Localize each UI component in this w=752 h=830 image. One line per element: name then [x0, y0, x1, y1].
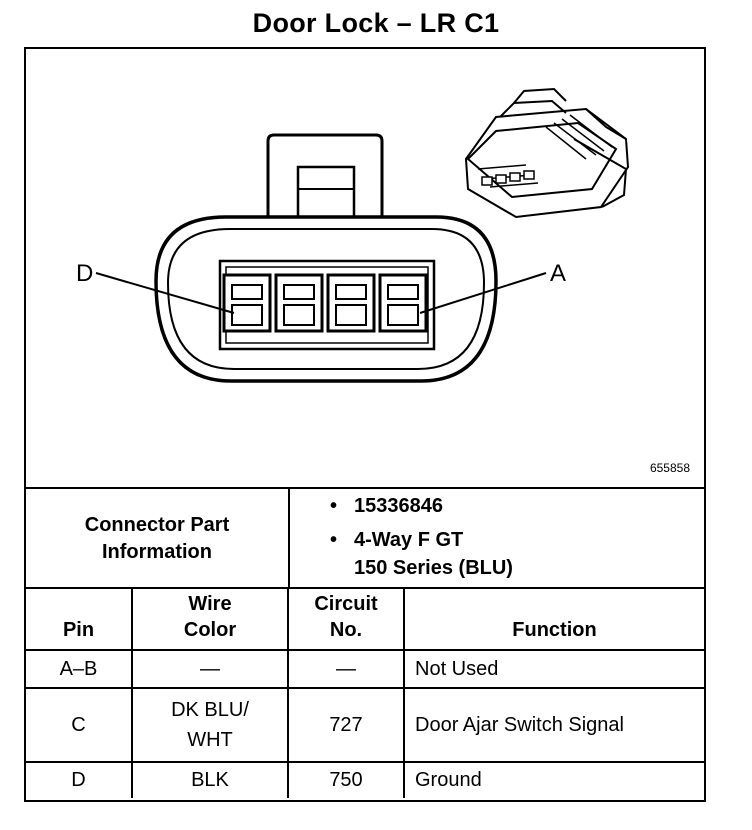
table-row: C DK BLU/ WHT 727 Door Ajar Switch Signa… [26, 687, 704, 763]
connector-housing [154, 215, 498, 383]
wire-color-cell: — [131, 649, 289, 689]
description-line1: 4-Way F GT [354, 529, 464, 551]
circuit-cell: — [287, 649, 405, 689]
part-number: 15336846 [354, 495, 443, 517]
pin-cell: D [26, 761, 133, 798]
function-cell: Door Ajar Switch Signal [403, 687, 704, 763]
pin-cell: C [26, 687, 133, 763]
header-circuit-line2: No. [329, 619, 363, 641]
diagram-title: Door Lock – LR C1 [252, 8, 500, 38]
table-row: D BLK 750 Ground [26, 761, 704, 798]
connector-face-drawing: D A [76, 87, 630, 383]
pin-cell: A–B [26, 649, 133, 689]
header-wire-color-line1: Wire [188, 593, 232, 615]
function-cell: Ground [403, 761, 704, 798]
circuit-cell: 727 [287, 687, 405, 763]
connector-info-values: • 15336846 • 4-Way F GT 150 Series (BLU) [290, 489, 704, 589]
bullet-icon: • [330, 495, 338, 517]
table-row: A–B — — Not Used [26, 649, 704, 689]
header-wire-color: Wire Color [131, 587, 289, 651]
header-pin: Pin [26, 587, 133, 651]
connector-part-info: Connector Part Information • 15336846 • … [26, 487, 704, 589]
pinout-table: Pin Wire Color Circuit No. Function A–B … [26, 587, 704, 798]
wire-color-line2: WHT [187, 729, 233, 751]
wire-color-cell: BLK [131, 761, 289, 798]
connector-perspective-sketch [464, 87, 630, 219]
pin-d-label: D [76, 260, 93, 287]
connector-info-label-line2: Information [102, 541, 212, 563]
bullet-icon: • [330, 529, 338, 551]
header-circuit-line1: Circuit [314, 593, 378, 615]
header-circuit: Circuit No. [287, 587, 405, 651]
description-line2: 150 Series (BLU) [354, 557, 513, 579]
header-wire-color-line2: Color [183, 619, 237, 641]
pin-a-leader [419, 272, 547, 314]
cavity-c [274, 273, 324, 333]
pin-cavities [222, 273, 428, 333]
circuit-cell: 750 [287, 761, 405, 798]
connector-info-label: Connector Part Information [26, 489, 290, 589]
cavity-a [378, 273, 428, 333]
cavity-b [326, 273, 376, 333]
table-header-row: Pin Wire Color Circuit No. Function [26, 587, 704, 651]
function-cell: Not Used [403, 649, 704, 689]
connector-sheet: D A 655858 Connector Part [24, 47, 706, 802]
connector-info-label-line1: Connector Part [84, 514, 230, 536]
cavity-d [222, 273, 272, 333]
pin-a-label: A [550, 260, 566, 287]
connector-illustration: D A 655858 [26, 49, 704, 487]
wire-color-line1: DK BLU/ [171, 699, 249, 721]
figure-number: 655858 [649, 461, 690, 475]
lock-tab [266, 133, 384, 221]
header-function: Function [403, 587, 704, 651]
wire-color-cell: DK BLU/ WHT [131, 687, 289, 763]
pin-d-leader [95, 272, 235, 314]
